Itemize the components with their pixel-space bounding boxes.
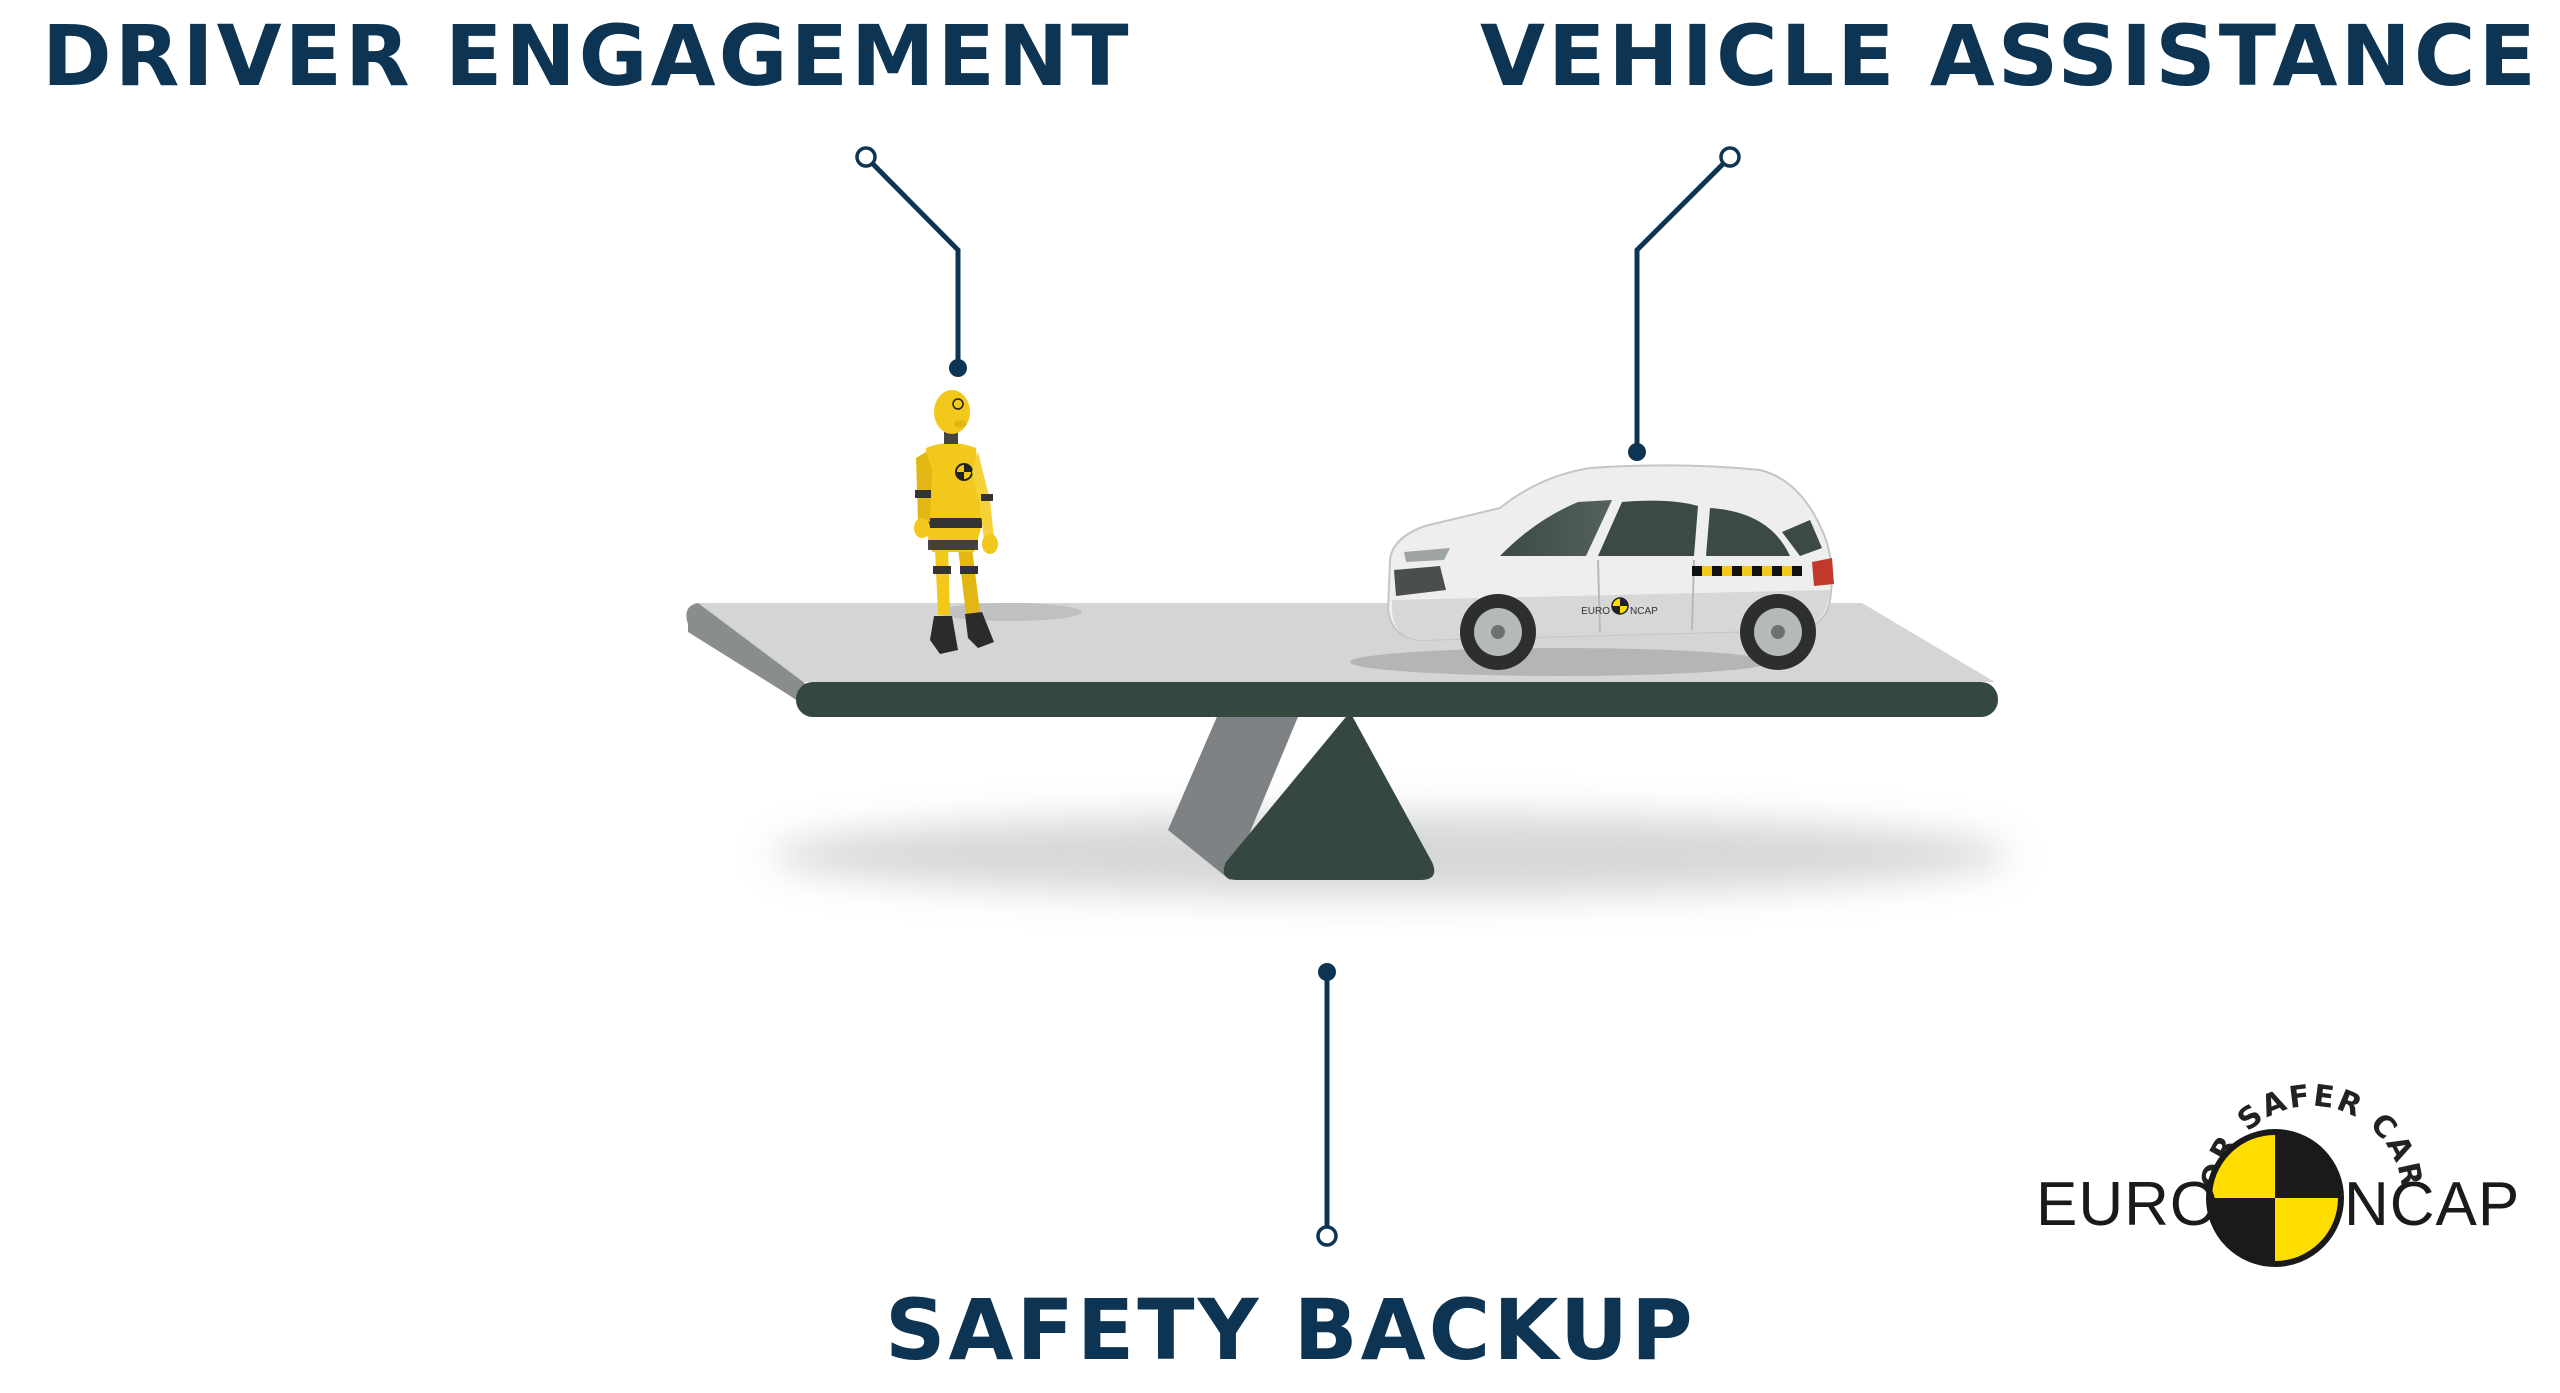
- seesaw-pivot: [1168, 705, 1435, 880]
- car-badge-ncap: NCAP: [1630, 606, 1658, 617]
- test-car: EURO NCAP: [1350, 464, 1834, 676]
- driver-engagement-heading: DRIVER ENGAGEMENT: [42, 7, 1132, 105]
- crash-test-dummy: [914, 390, 1082, 654]
- logo-ncap-text: NCAP: [2344, 1170, 2521, 1239]
- crash-target-icon: FOR SAFER CARS: [2000, 1060, 2427, 1267]
- logo-euro-text: EURO: [2036, 1170, 2220, 1239]
- safety-backup-heading: SAFETY BACKUP: [885, 1281, 1696, 1379]
- car-badge-euro: EURO: [1581, 606, 1610, 617]
- safety-connector-line: [1316, 963, 1338, 1247]
- vehicle-assistance-heading: VEHICLE ASSISTANCE: [1480, 7, 2539, 105]
- driver-connector-line: [855, 146, 967, 377]
- vehicle-connector-line: [1628, 146, 1741, 461]
- euro-ncap-logo: FOR SAFER CARS EURO NCAP: [2000, 1060, 2520, 1280]
